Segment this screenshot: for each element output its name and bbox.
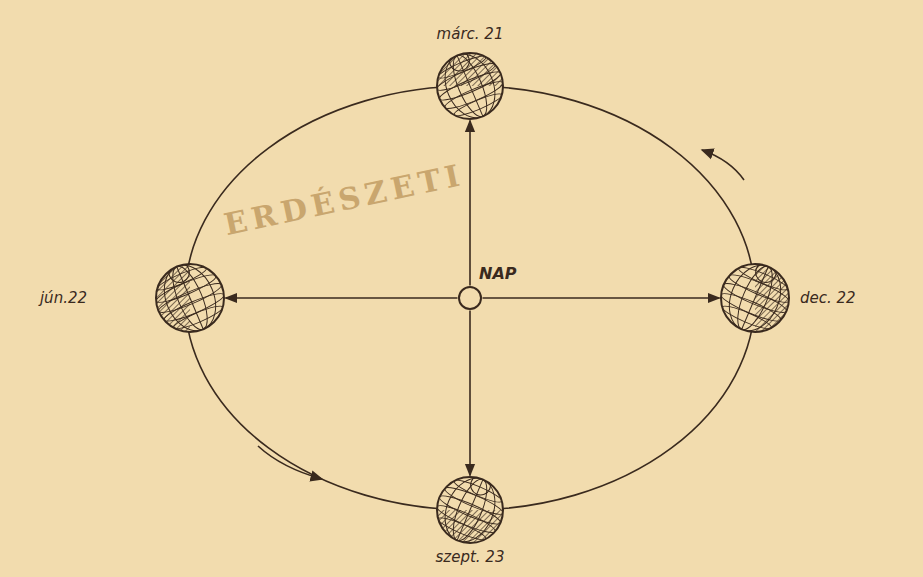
meridian [177,267,204,330]
globe-outline [156,264,224,332]
globe-body [434,50,506,122]
globe-symbol [153,261,227,335]
sun-symbol [457,285,483,311]
globe-grid [434,474,506,546]
globe-grid [434,50,506,122]
sun-ray-arrow [469,311,471,476]
date-label: jún.22 [40,290,87,307]
earth-globe: dec. 22 [718,261,792,335]
meridian [446,475,493,545]
globe-symbol [434,474,506,546]
sun-ray-arrow [469,121,471,286]
meridian [155,261,225,335]
sun-ray-arrow [483,297,720,299]
globe-outline [437,53,503,119]
meridian [457,56,483,117]
spacer [718,261,755,262]
globe-symbol [718,261,792,335]
globe-body [153,261,227,335]
sun-node: NAP [457,285,483,311]
meridian [166,262,214,334]
direction-arrow [702,150,744,180]
spacer [153,261,190,262]
earth-globe: szept. 23 [434,474,506,546]
meridian [436,50,504,122]
sun-label: NAP [479,265,517,283]
sun-circle [459,287,481,309]
globe-body [718,261,792,335]
direction-arrow [258,446,322,479]
date-label: márc. 21 [437,26,504,43]
meridian [446,51,493,121]
date-label: dec. 22 [800,290,856,307]
meridian [457,480,483,541]
parallel [437,68,502,105]
parallel [437,492,502,529]
earth-globe: jún.22 [153,261,227,335]
meridian [731,262,779,334]
sun-ray-arrow [226,297,458,299]
earth-globe: márc. 21 [434,50,506,122]
meridian [436,474,504,546]
meridian [742,267,769,330]
orbit-ellipse [185,86,755,510]
globe-grid [153,261,227,335]
date-label: szept. 23 [436,549,505,566]
watermark: ERDÉSZETI [221,157,467,242]
globe-grid [718,261,792,335]
globe-outline [721,264,789,332]
globe-body [434,474,506,546]
parallel [156,279,223,317]
parallel [721,279,788,317]
meridian [720,261,790,335]
globe-outline [437,477,503,543]
globe-symbol [434,50,506,122]
